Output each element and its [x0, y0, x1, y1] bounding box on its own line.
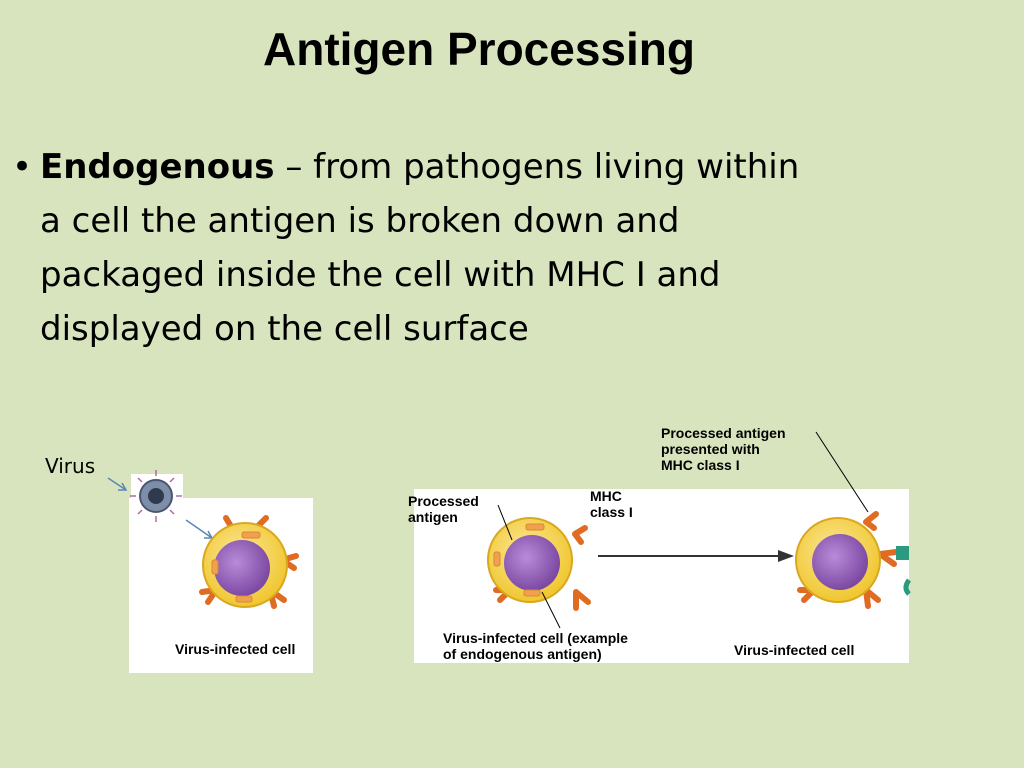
- mhc-receptor-icon: [797, 511, 899, 609]
- presenting-cell-caption: Virus-infected cell: [734, 642, 855, 658]
- virus-label: Virus: [45, 454, 96, 478]
- slide-title: Antigen Processing: [263, 23, 695, 75]
- infected-cell-left: [199, 515, 299, 609]
- bullet-text: Endogenous – from pathogens living withi…: [40, 140, 802, 356]
- leader-lines: [497, 431, 869, 629]
- bullet-term: Endogenous: [40, 147, 275, 187]
- mhc-class-label: MHC class I: [590, 488, 633, 520]
- antigen-receptor-icon: [896, 546, 909, 560]
- mhc-receptor-icon: [493, 525, 591, 611]
- processed-antigen-label: Processed antigen: [408, 493, 479, 525]
- virus-particle-icon: [130, 470, 182, 522]
- example-cell-caption: Virus-infected cell (example of endogeno…: [443, 630, 628, 662]
- bullet-description: – from pathogens living within a cell th…: [40, 147, 800, 349]
- infected-cell-presenting: [795, 511, 912, 609]
- bullet-dot: •: [12, 147, 33, 187]
- process-arrow-icon: [598, 550, 794, 562]
- infected-cell-example: [487, 517, 591, 611]
- bullet-endogenous: • Endogenous – from pathogens living wit…: [12, 140, 802, 356]
- presented-antigen-label: Processed antigen presented with MHC cla…: [661, 425, 786, 473]
- left-cell-caption: Virus-infected cell: [175, 641, 296, 657]
